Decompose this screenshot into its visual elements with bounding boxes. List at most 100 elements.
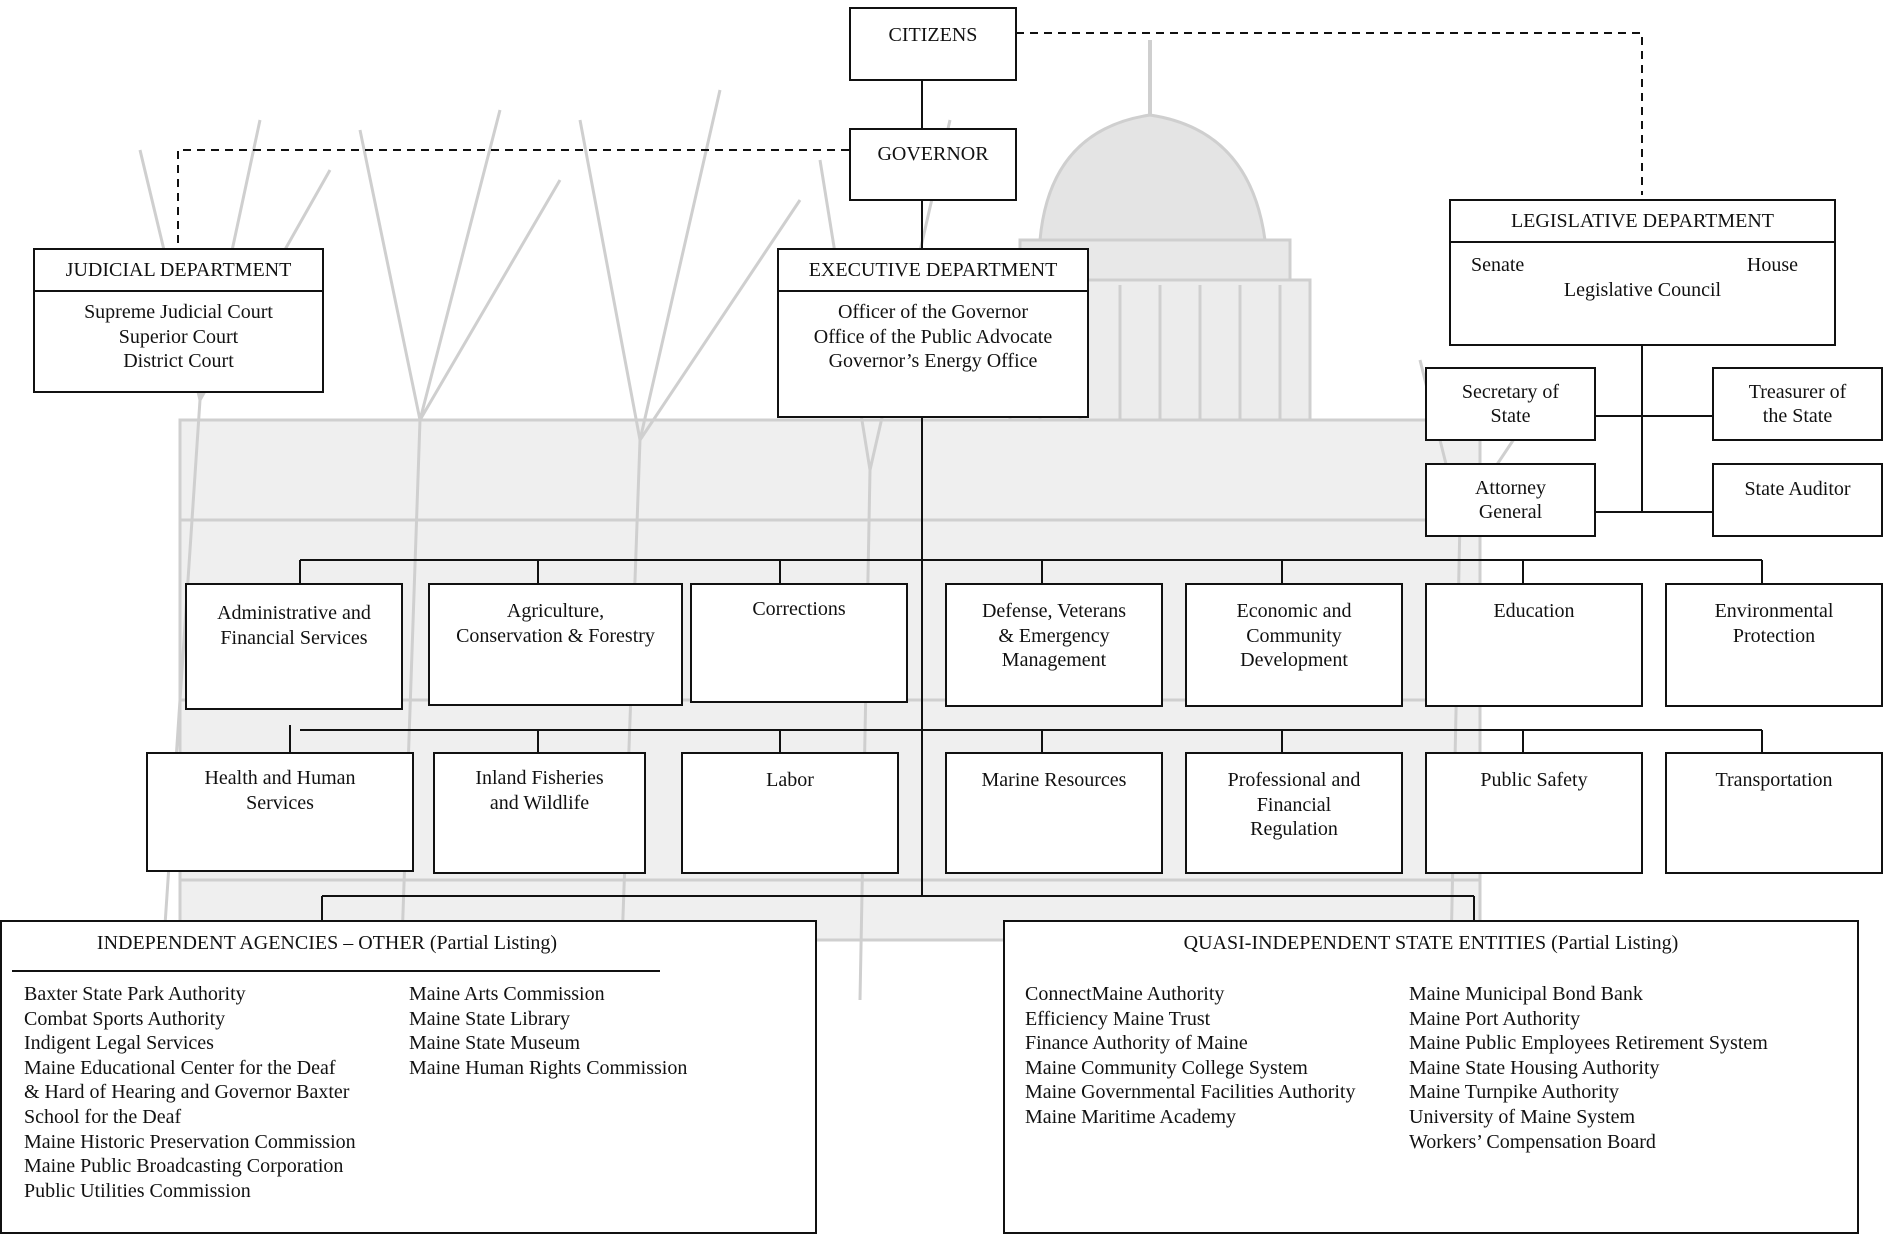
agency-item: Baxter State Park Authority	[24, 983, 246, 1005]
executive-department-title: EXECUTIVE DEPARTMENT	[779, 250, 1087, 292]
dept-environmental-protection: Environmental Protection	[1665, 583, 1883, 707]
dept-label: Community	[1246, 624, 1342, 647]
executive-item: Office of the Public Advocate	[813, 325, 1053, 348]
agency-item: Maine Arts Commission	[409, 983, 605, 1005]
title-underline	[12, 970, 660, 972]
citizens-label: CITIZENS	[888, 24, 978, 46]
dept-label: Development	[1240, 649, 1348, 671]
dept-health-human-services: Health and Human Services	[146, 752, 414, 872]
entity-item: Maine Maritime Academy	[1025, 1105, 1237, 1128]
agency-item: Maine State Library	[409, 1007, 571, 1030]
independent-agencies-box: INDEPENDENT AGENCIES – OTHER (Partial Li…	[0, 920, 817, 1234]
office-label: Secretary of	[1461, 380, 1560, 403]
executive-item: Officer of the Governor	[837, 301, 1029, 323]
quasi-independent-box: QUASI-INDEPENDENT STATE ENTITIES (Partia…	[1003, 920, 1859, 1234]
dept-label: Corrections	[752, 598, 846, 620]
independent-agencies-col1: Baxter State Park Authority Combat Sport…	[24, 982, 356, 1203]
dept-marine-resources: Marine Resources	[945, 752, 1163, 874]
entity-item: Maine Port Authority	[1409, 1007, 1581, 1030]
legislative-department-box: LEGISLATIVE DEPARTMENT Senate House Legi…	[1449, 199, 1836, 346]
dept-label: Administrative and	[217, 602, 371, 624]
secretary-of-state-box: Secretary of State	[1425, 367, 1596, 441]
attorney-general-box: Attorney General	[1425, 463, 1596, 537]
dept-label: Environmental	[1714, 600, 1834, 622]
judicial-item: District Court	[123, 350, 234, 372]
dept-defense-veterans: Defense, Veterans & Emergency Management	[945, 583, 1163, 707]
governor-label: GOVERNOR	[877, 143, 989, 165]
office-label: Treasurer of	[1748, 380, 1847, 403]
judicial-item: Superior Court	[118, 325, 239, 348]
dept-label: Financial Services	[220, 626, 368, 649]
agency-item: School for the Deaf	[24, 1105, 182, 1128]
dept-label: Services	[246, 791, 314, 814]
independent-agencies-title: INDEPENDENT AGENCIES – OTHER (Partial Li…	[2, 922, 652, 955]
office-label: General	[1478, 501, 1543, 523]
agency-item: Indigent Legal Services	[24, 1032, 214, 1055]
dept-labor: Labor	[681, 752, 899, 874]
agency-item: Maine State Museum	[409, 1032, 581, 1055]
dept-agriculture: Agriculture, Conservation & Forestry	[428, 583, 683, 706]
agency-item: Maine Educational Center for the Deaf	[24, 1056, 336, 1079]
dept-label: & Emergency	[998, 624, 1110, 647]
judicial-department-title: JUDICIAL DEPARTMENT	[35, 250, 322, 292]
dept-label: and Wildlife	[489, 791, 590, 814]
dept-label: Education	[1493, 600, 1575, 622]
legislative-department-title: LEGISLATIVE DEPARTMENT	[1451, 201, 1834, 243]
dept-label: Regulation	[1250, 818, 1338, 840]
dept-public-safety: Public Safety	[1425, 752, 1643, 874]
dept-label: Inland Fisheries	[475, 767, 604, 789]
entity-item: Workers’ Compensation Board	[1409, 1130, 1656, 1153]
judicial-item: Supreme Judicial Court	[84, 301, 273, 323]
independent-agencies-col2: Maine Arts Commission Maine State Librar…	[409, 982, 687, 1080]
dept-label: Professional and	[1227, 769, 1361, 791]
quasi-independent-col2: Maine Municipal Bond Bank Maine Port Aut…	[1409, 982, 1768, 1154]
agency-item: & Hard of Hearing and Governor Baxter	[24, 1081, 350, 1104]
entity-item: Maine Community College System	[1025, 1056, 1308, 1079]
dept-label: Defense, Veterans	[981, 600, 1126, 622]
office-label: State	[1490, 405, 1531, 427]
entity-item: Maine Governmental Facilities Authority	[1025, 1081, 1356, 1104]
legislative-council-label: Legislative Council	[1563, 279, 1722, 301]
entity-item: University of Maine System	[1409, 1105, 1636, 1128]
executive-item: Governor’s Energy Office	[828, 350, 1038, 372]
dept-corrections: Corrections	[690, 583, 908, 703]
office-label: Attorney	[1474, 476, 1547, 499]
entity-item: Efficiency Maine Trust	[1025, 1007, 1211, 1030]
entity-item: Maine Municipal Bond Bank	[1409, 983, 1643, 1005]
dept-label: Protection	[1732, 624, 1816, 647]
agency-item: Maine Public Broadcasting Corporation	[24, 1155, 344, 1178]
dept-education: Education	[1425, 583, 1643, 707]
house-label: House	[1746, 254, 1798, 276]
dept-label: Marine Resources	[981, 769, 1127, 791]
dept-label: Transportation	[1715, 769, 1833, 791]
dept-label: Labor	[766, 769, 814, 791]
senate-label: Senate	[1471, 254, 1525, 276]
dept-economic-community: Economic and Community Development	[1185, 583, 1403, 707]
entity-item: Maine Public Employees Retirement System	[1409, 1032, 1768, 1055]
citizens-box: CITIZENS	[849, 7, 1017, 81]
dept-label: Economic and	[1236, 600, 1352, 622]
dept-professional-financial: Professional and Financial Regulation	[1185, 752, 1403, 874]
quasi-independent-title: QUASI-INDEPENDENT STATE ENTITIES (Partia…	[1183, 932, 1679, 954]
dept-label: Agriculture,	[506, 600, 605, 622]
independent-agencies-title-text: INDEPENDENT AGENCIES – OTHER (Partial Li…	[96, 932, 558, 954]
state-auditor-box: State Auditor	[1712, 463, 1883, 537]
treasurer-box: Treasurer of the State	[1712, 367, 1883, 441]
entity-item: Finance Authority of Maine	[1025, 1032, 1248, 1055]
executive-department-box: EXECUTIVE DEPARTMENT Officer of the Gove…	[777, 248, 1089, 418]
agency-item: Maine Human Rights Commission	[409, 1056, 688, 1079]
dept-label: Management	[1001, 649, 1107, 671]
entity-item: ConnectMaine Authority	[1025, 983, 1225, 1005]
entity-item: Maine State Housing Authority	[1409, 1056, 1660, 1079]
office-label: the State	[1762, 405, 1833, 427]
dept-label: Health and Human	[204, 767, 356, 789]
agency-item: Maine Historic Preservation Commission	[24, 1130, 356, 1153]
governor-box: GOVERNOR	[849, 128, 1017, 201]
dept-label: Conservation & Forestry	[456, 624, 655, 647]
agency-item: Public Utilities Commission	[24, 1179, 251, 1202]
office-label: State Auditor	[1744, 478, 1851, 500]
entity-item: Maine Turnpike Authority	[1409, 1081, 1620, 1104]
judicial-department-box: JUDICIAL DEPARTMENT Supreme Judicial Cou…	[33, 248, 324, 393]
dept-transportation: Transportation	[1665, 752, 1883, 874]
dept-label: Financial	[1256, 793, 1332, 816]
